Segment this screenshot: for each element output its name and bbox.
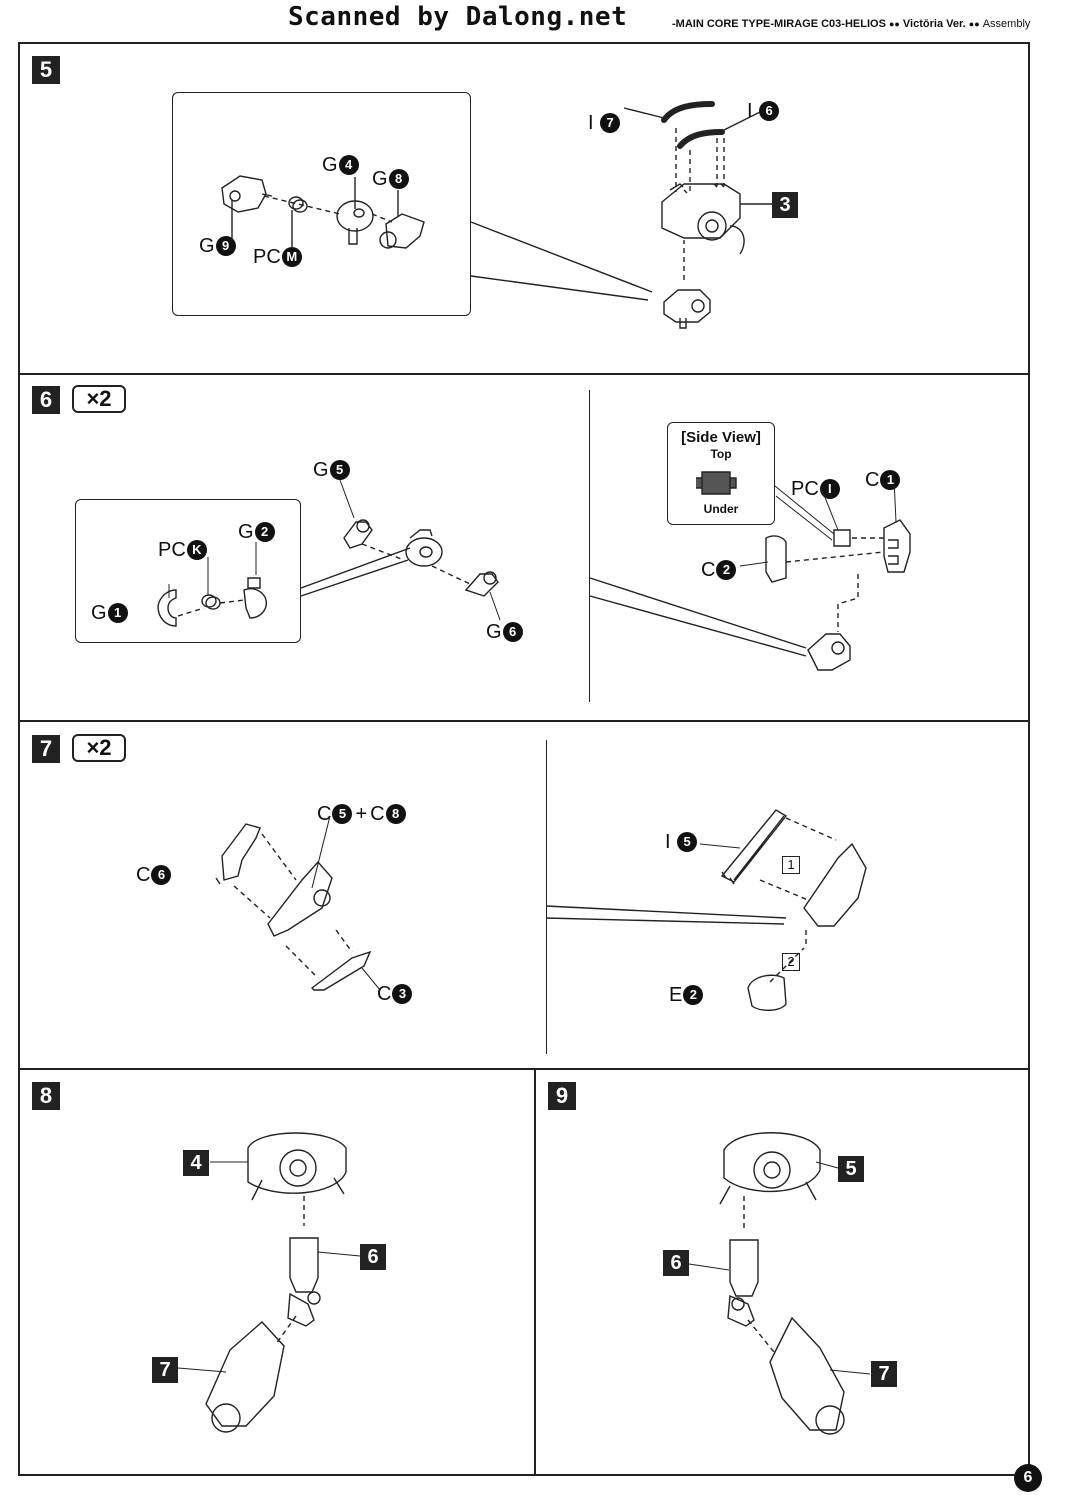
- subtitle-assembly: Assembly: [982, 18, 1031, 30]
- subtitle-model: -MAIN CORE TYPE-MIRAGE C03-HELIOS: [672, 18, 886, 30]
- divider: [18, 720, 1030, 722]
- leader-line: [231, 177, 399, 248]
- step-8-badge: 8: [32, 1082, 60, 1110]
- ref-badge-3: 3: [772, 192, 798, 218]
- ref-badge-7: 7: [871, 1361, 897, 1387]
- step-7-badge: 7: [32, 735, 60, 763]
- quantity-multiplier: ×2: [72, 734, 126, 762]
- divider: [589, 390, 590, 702]
- ref-badge-6: 6: [360, 1244, 386, 1270]
- divider: [534, 1068, 536, 1476]
- scanner-watermark: Scanned by Dalong.net: [288, 2, 628, 32]
- side-view-top-label: Top: [710, 447, 732, 461]
- page-number: 6: [1014, 1464, 1042, 1492]
- side-view-inset: [Side View] Top Under: [667, 422, 775, 525]
- part-g9-drawing: [221, 175, 273, 213]
- ref-badge-6: 6: [663, 1250, 689, 1276]
- page-header: Scanned by Dalong.net -MAIN CORE TYPE-MI…: [0, 0, 1068, 40]
- ref-badge-4: 4: [183, 1150, 209, 1176]
- callout-line: [470, 221, 653, 301]
- manual-subtitle: -MAIN CORE TYPE-MIRAGE C03-HELIOS ●● Vic…: [672, 18, 1030, 30]
- part-pcm-drawing: [288, 196, 308, 213]
- divider: [546, 740, 547, 1054]
- step-6-detail-inset: [75, 499, 301, 643]
- part-label-i6: I 6: [747, 100, 780, 122]
- dots-icon: ●●: [888, 19, 900, 29]
- part-label-i5: I 5: [665, 831, 698, 853]
- side-view-under-label: Under: [703, 502, 739, 516]
- side-view-title: [Side View]: [681, 429, 761, 446]
- order-number-1: 1: [782, 856, 800, 874]
- step-5-badge: 5: [32, 56, 60, 84]
- part-label-i7: I 7: [588, 112, 621, 134]
- dots-icon: ●●: [968, 19, 980, 29]
- ref-badge-5: 5: [838, 1156, 864, 1182]
- divider: [18, 1068, 1030, 1070]
- part-g8-drawing: [379, 213, 425, 249]
- step-5-detail-inset: [172, 92, 471, 316]
- step-6-badge: 6: [32, 386, 60, 414]
- step-9-badge: 9: [548, 1082, 576, 1110]
- quantity-multiplier: ×2: [72, 385, 126, 413]
- ref-badge-7: 7: [152, 1357, 178, 1383]
- subtitle-version: Victōria Ver.: [902, 18, 966, 30]
- assembly-arrow: [263, 195, 393, 223]
- instruction-frame: [18, 42, 1030, 1476]
- divider: [18, 373, 1030, 375]
